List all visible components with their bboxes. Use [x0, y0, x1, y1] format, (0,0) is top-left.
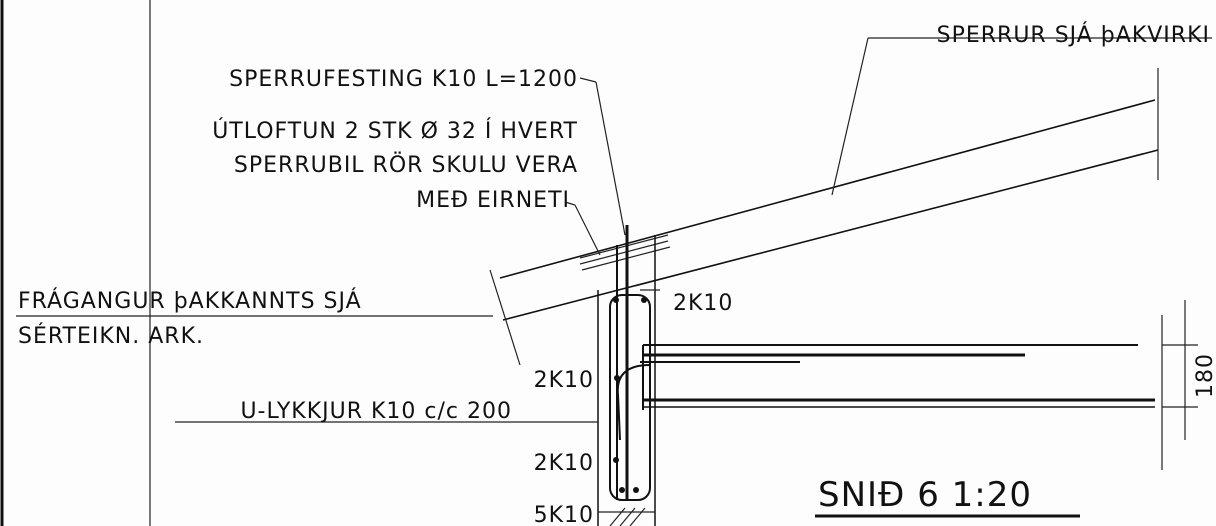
leader-lines	[16, 37, 1212, 423]
ventilation-label-line-1: ÚTLOFTUN 2 STK Ø 32 Í HVERT	[212, 118, 578, 144]
ventilation-label-line-2: SPERRUBIL RÖR SKULU VERA	[234, 152, 578, 178]
rebar-label-top: 2K10	[673, 291, 733, 316]
rebar-label-bottom: 5K10	[534, 503, 594, 526]
dimension-180	[1161, 300, 1198, 470]
rebar-label-low: 2K10	[534, 451, 594, 476]
rafter-fixing-label: SPERRUFESTING K10 L=1200	[229, 67, 578, 92]
rafter-label: SPERRUR SJÁ þAKVIRKI	[937, 22, 1210, 48]
wall-section	[597, 225, 656, 526]
section-title: SNIÐ 6 1:20	[818, 475, 1032, 515]
eaves-finish-label-line-2: SÉRTEIKN. ARK.	[18, 323, 204, 349]
u-loop-label: U-LYKKJUR K10 c/c 200	[240, 399, 512, 424]
ventilation-label-line-3: MEÐ EIRNETI	[416, 188, 570, 213]
rafter-bottom-line	[502, 149, 1159, 321]
rafter-top-line	[499, 99, 1156, 279]
rebar-label-mid: 2K10	[534, 368, 594, 393]
floor-slab	[616, 344, 1155, 441]
dimension-label: 180	[1193, 353, 1216, 398]
eaves-finish-label-line-1: FRÁGANGUR þAKKANNTS SJÁ	[18, 288, 362, 314]
